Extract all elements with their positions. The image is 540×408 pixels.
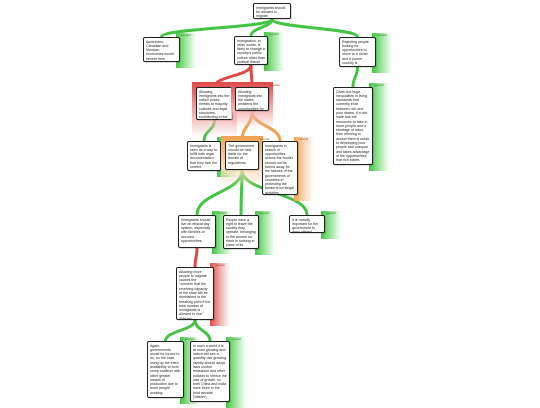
- node-n6-band: [369, 83, 389, 171]
- node-support-production[interactable]: Again, governments would be forced to do…: [147, 337, 200, 404]
- node-support-growth[interactable]: In such a world it is at most growing an…: [190, 337, 246, 408]
- node-n11-tag: support: [260, 211, 271, 215]
- link-n3-n6: [351, 65, 359, 89]
- node-support-production-box: Again, governments would be forced to do…: [147, 341, 184, 398]
- node-n14-tag: support: [185, 337, 196, 341]
- node-n2-band: [264, 32, 284, 71]
- node-support-documentation-box: Immigrants is seen as a way to fulfill b…: [187, 141, 221, 171]
- node-n10-tag: support: [217, 211, 228, 215]
- node-n9-tag: neutral: [299, 137, 309, 141]
- node-n13-tag: oppose: [215, 263, 225, 267]
- node-support-inequalities[interactable]: Given the huge inequalities in living st…: [333, 83, 389, 171]
- node-n9-band: [294, 137, 314, 201]
- node-n15-band: [226, 337, 246, 408]
- node-support-documentation[interactable]: Immigrants is seen as a way to fulfill b…: [187, 137, 237, 177]
- node-neutral-government-liable-box: The government should be held liable for…: [225, 141, 259, 170]
- node-support-morally-important[interactable]: It is morally important for the governme…: [289, 211, 341, 239]
- node-support-economies[interactable]: Americans, Canadian and Mexican economie…: [143, 33, 196, 68]
- node-n3-tag: support: [377, 33, 388, 37]
- node-n1-band: [176, 33, 196, 68]
- node-neutral-government-liable[interactable]: The government should be held liable for…: [221, 136, 269, 187]
- node-support-economies-box: Americans, Canadian and Mexican economie…: [143, 37, 180, 62]
- node-oppose-receiving-capacity-box: Allowing more people to migrate causes t…: [176, 267, 214, 320]
- node-neutral-border[interactable]: Immigrants in search of opportunities ac…: [262, 137, 314, 201]
- node-n12-tag: support: [326, 211, 337, 215]
- node-oppose-trafficking-box: Allowing immigrants into the states weak…: [235, 87, 269, 111]
- node-support-right-to-leave-box: People have a right to leave the society…: [223, 215, 259, 249]
- node-n6-tag: support: [374, 83, 385, 87]
- node-n2-tag: support: [269, 32, 280, 36]
- node-n15-tag: support: [231, 337, 242, 341]
- node-root-box: Immigrants should be allowed to migrate.: [253, 3, 291, 19]
- node-n12-band: [321, 211, 341, 239]
- node-support-morally-important-box: It is morally important for the governme…: [289, 215, 325, 233]
- node-oppose-receiving-capacity[interactable]: Allowing more people to migrate causes t…: [176, 263, 230, 326]
- node-oppose-majority-culture[interactable]: Allowing immigrants into the nation pose…: [192, 82, 244, 137]
- node-root[interactable]: Immigrants should be allowed to migrate.: [253, 3, 291, 19]
- node-neutral-border-box: Immigrants in search of opportunities ac…: [262, 141, 298, 195]
- node-support-right-to-leave[interactable]: People have a right to leave the society…: [223, 211, 275, 255]
- node-support-paternalistic[interactable]: Rejecting people looking for opportuniti…: [339, 33, 392, 73]
- node-n5-tag: oppose: [270, 83, 280, 87]
- node-oppose-trafficking[interactable]: Allowing immigrants into the states weak…: [231, 82, 280, 128]
- node-support-ethical-day-box: Immigrants should live an ethical day sy…: [178, 215, 216, 248]
- node-support-paternalistic-box: Rejecting people looking for opportuniti…: [339, 37, 376, 67]
- node-n13-band: [210, 263, 230, 326]
- node-support-inequalities-box: Given the huge inequalities in living st…: [333, 87, 373, 165]
- link-n13-n15: [193, 318, 212, 343]
- node-support-public-culture[interactable]: Immigration, in other words, is likely t…: [234, 32, 284, 71]
- node-n1-tag: support: [181, 33, 192, 37]
- node-oppose-majority-culture-box: Allowing immigrants into the nation pose…: [196, 87, 233, 120]
- node-n3-band: [372, 33, 392, 73]
- node-support-public-culture-box: Immigration, in other words, is likely t…: [234, 36, 268, 65]
- link-root-n3: [270, 17, 359, 39]
- link-root-n1: [160, 17, 274, 39]
- node-support-ethical-day[interactable]: Immigrants should live an ethical day sy…: [178, 211, 232, 254]
- node-n11-band: [255, 211, 275, 255]
- node-support-growth-box: In such a world it is at most growing an…: [190, 341, 230, 402]
- link-n10-n13: [193, 246, 199, 269]
- node-n8-tag: neutral: [260, 137, 270, 141]
